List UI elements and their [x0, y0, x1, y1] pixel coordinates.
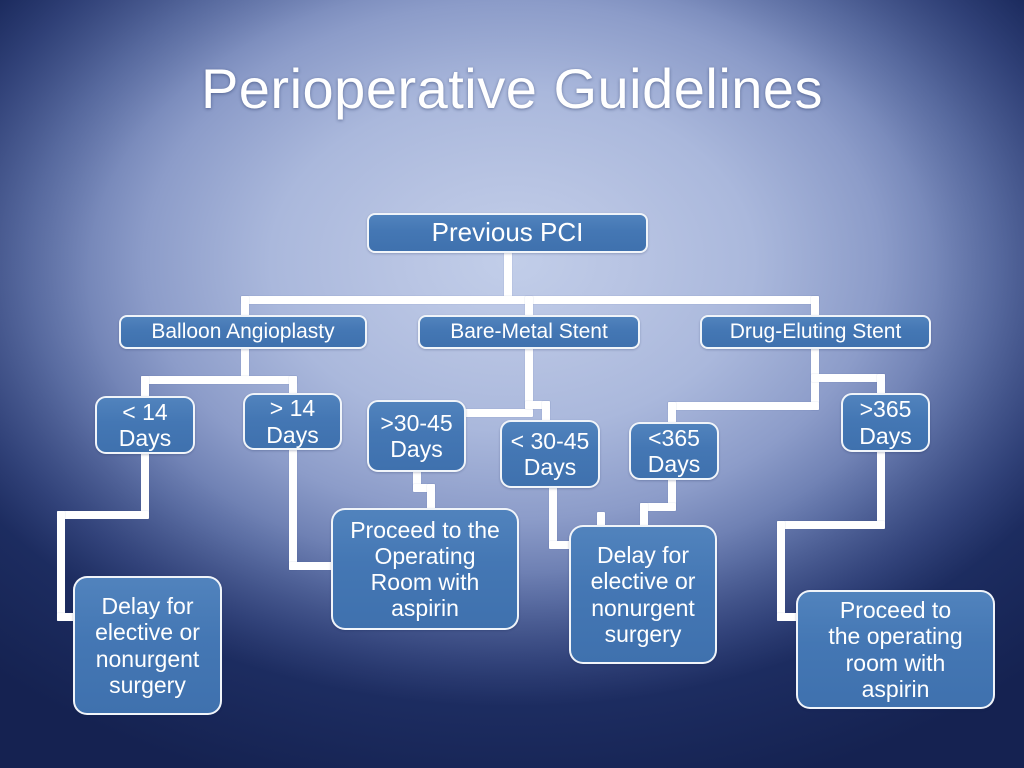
- connector-balloon-right-drop: [289, 376, 297, 398]
- node-drug-eluting-stent-label: Drug-Eluting Stent: [729, 320, 902, 344]
- connector-baremetal-to-lt3045-v: [542, 401, 550, 423]
- node-lt-14-days-label: < 14 Days: [118, 398, 172, 451]
- node-gt-14-days[interactable]: > 14 Days: [243, 393, 342, 450]
- connector-drugeluting-to-gt365-v: [877, 374, 885, 396]
- connector-gt3045-right: [413, 484, 435, 492]
- node-gt-14-days-label: > 14 Days: [266, 395, 319, 448]
- connector-gt365-down: [877, 450, 885, 528]
- connector-lt14-down: [141, 452, 149, 518]
- connector-baremetal-to-lt3045-h: [525, 401, 550, 409]
- node-lt-30-45-days[interactable]: < 30-45 Days: [500, 420, 600, 488]
- node-gt-365-days[interactable]: >365 Days: [841, 393, 930, 452]
- connector-lt14-left: [57, 511, 149, 519]
- connector-baremetal-to-gt3045: [448, 409, 533, 417]
- node-delay-surgery-center-label: Delay for elective or nonurgent surgery: [590, 542, 696, 647]
- node-previous-pci[interactable]: Previous PCI: [367, 213, 648, 253]
- connector-lt365-down: [668, 478, 676, 510]
- connector-lt3045-down: [549, 486, 557, 548]
- connector-lt14-into-delay: [57, 613, 83, 621]
- connector-balloon-bus: [141, 376, 297, 384]
- node-drug-eluting-stent[interactable]: Drug-Eluting Stent: [700, 315, 931, 349]
- connector-lt14-down2: [57, 511, 65, 621]
- node-delay-surgery-left[interactable]: Delay for elective or nonurgent surgery: [73, 576, 222, 715]
- page-title: Perioperative Guidelines: [200, 57, 824, 120]
- node-delay-surgery-center[interactable]: Delay for elective or nonurgent surgery: [569, 525, 717, 664]
- connector-lt365-down2: [640, 503, 648, 526]
- connector-drop-drug-eluting: [811, 296, 819, 316]
- node-proceed-or-aspirin-center[interactable]: Proceed to the Operating Room with aspir…: [331, 508, 519, 630]
- node-balloon-angioplasty[interactable]: Balloon Angioplasty: [119, 315, 367, 349]
- connector-drop-balloon: [241, 296, 249, 316]
- connector-gt365-into-proceed: [777, 613, 805, 621]
- connector-balloon-stem: [241, 348, 249, 382]
- node-bare-metal-stent[interactable]: Bare-Metal Stent: [418, 315, 640, 349]
- node-lt-30-45-days-label: < 30-45 Days: [510, 427, 590, 480]
- connector-baremetal-stem: [525, 348, 533, 410]
- node-bare-metal-stent-label: Bare-Metal Stent: [450, 320, 608, 344]
- node-lt-365-days-label: <365 Days: [647, 424, 701, 477]
- node-proceed-or-aspirin-center-label: Proceed to the Operating Room with aspir…: [350, 516, 500, 622]
- node-proceed-or-aspirin-right[interactable]: Proceed to the operating room with aspir…: [796, 590, 995, 709]
- connector-drugeluting-to-lt365-v: [668, 402, 676, 424]
- connector-root-stem: [504, 251, 512, 301]
- connector-gt14-right: [289, 562, 351, 570]
- node-balloon-angioplasty-label: Balloon Angioplasty: [151, 320, 335, 344]
- connector-gt365-left: [777, 521, 885, 529]
- node-gt-30-45-days[interactable]: >30-45 Days: [367, 400, 466, 472]
- connector-gt365-down2: [777, 521, 785, 621]
- node-gt-30-45-days-label: >30-45 Days: [380, 409, 453, 462]
- node-gt-365-days-label: >365 Days: [859, 396, 912, 449]
- node-delay-surgery-left-label: Delay for elective or nonurgent surgery: [95, 593, 200, 698]
- node-proceed-or-aspirin-right-label: Proceed to the operating room with aspir…: [828, 597, 963, 702]
- connector-drugeluting-to-lt365-h: [668, 402, 819, 410]
- connector-lt365-left: [640, 503, 676, 511]
- connector-gt14-down: [289, 448, 297, 570]
- connector-drop-bare-metal: [525, 296, 533, 316]
- connector-gt3045-down2: [427, 484, 435, 510]
- node-lt-14-days[interactable]: < 14 Days: [95, 396, 195, 454]
- node-previous-pci-label: Previous PCI: [431, 217, 584, 248]
- node-lt-365-days[interactable]: <365 Days: [629, 422, 719, 480]
- connector-balloon-left-drop: [141, 376, 149, 398]
- connector-drugeluting-to-gt365-h: [811, 374, 885, 382]
- connector-gt3045-down: [413, 470, 421, 490]
